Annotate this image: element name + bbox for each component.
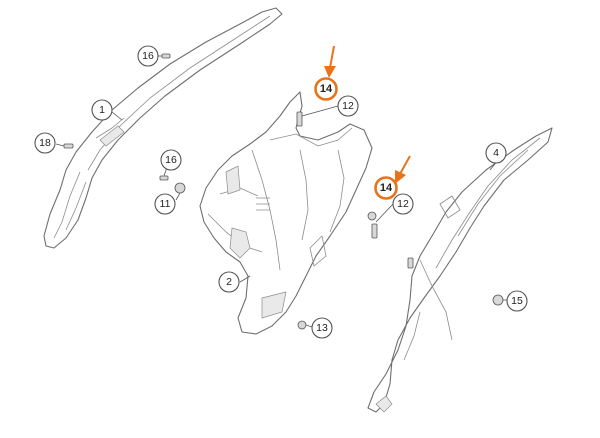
callout-12-top: 12 bbox=[337, 95, 359, 117]
callout-14-top-label: 14 bbox=[320, 83, 333, 95]
screw-16-top bbox=[161, 53, 171, 59]
callout-14-mid: 14 bbox=[374, 176, 398, 200]
callout-4: 4 bbox=[485, 142, 507, 164]
part-4-side-cover bbox=[367, 127, 553, 413]
part-2-inner-frame bbox=[199, 91, 373, 335]
callout-16-mid-label: 16 bbox=[165, 154, 177, 166]
callout-18-label: 18 bbox=[39, 137, 51, 149]
arrow-mid bbox=[395, 155, 411, 184]
callout-14-top: 14 bbox=[314, 77, 338, 101]
callout-18: 18 bbox=[34, 132, 56, 154]
grommet-11 bbox=[174, 182, 186, 194]
callout-1-label: 1 bbox=[99, 104, 105, 116]
callout-4-label: 4 bbox=[493, 147, 499, 159]
callout-12-mid-label: 12 bbox=[397, 198, 409, 210]
screw-16-mid bbox=[159, 175, 169, 181]
arrow-top bbox=[324, 45, 336, 78]
part-1-side-rail bbox=[43, 7, 283, 249]
callout-2: 2 bbox=[218, 271, 240, 293]
screw-18 bbox=[63, 143, 74, 149]
callout-12-top-label: 12 bbox=[342, 100, 354, 112]
callout-15: 15 bbox=[506, 290, 528, 312]
callout-14-mid-label: 14 bbox=[380, 182, 393, 194]
washer-14-mid bbox=[367, 211, 377, 221]
callout-13: 13 bbox=[311, 317, 333, 339]
callout-16-top-label: 16 bbox=[142, 50, 154, 62]
callout-1: 1 bbox=[91, 99, 113, 121]
callout-11: 11 bbox=[154, 193, 176, 215]
grommet-15 bbox=[492, 294, 504, 306]
callout-11-label: 11 bbox=[160, 198, 171, 210]
nut-13 bbox=[297, 320, 307, 330]
callout-16-mid: 16 bbox=[160, 149, 182, 171]
screw-part-4 bbox=[407, 257, 414, 269]
highlight-arrows bbox=[324, 45, 411, 184]
callout-15-label: 15 bbox=[511, 295, 523, 307]
screw-12-mid bbox=[371, 223, 378, 239]
callout-2-label: 2 bbox=[226, 276, 232, 288]
callout-13-label: 13 bbox=[316, 322, 328, 334]
callout-16-top: 16 bbox=[137, 45, 159, 67]
callout-12-mid: 12 bbox=[392, 193, 414, 215]
screw-12-top bbox=[296, 111, 303, 127]
